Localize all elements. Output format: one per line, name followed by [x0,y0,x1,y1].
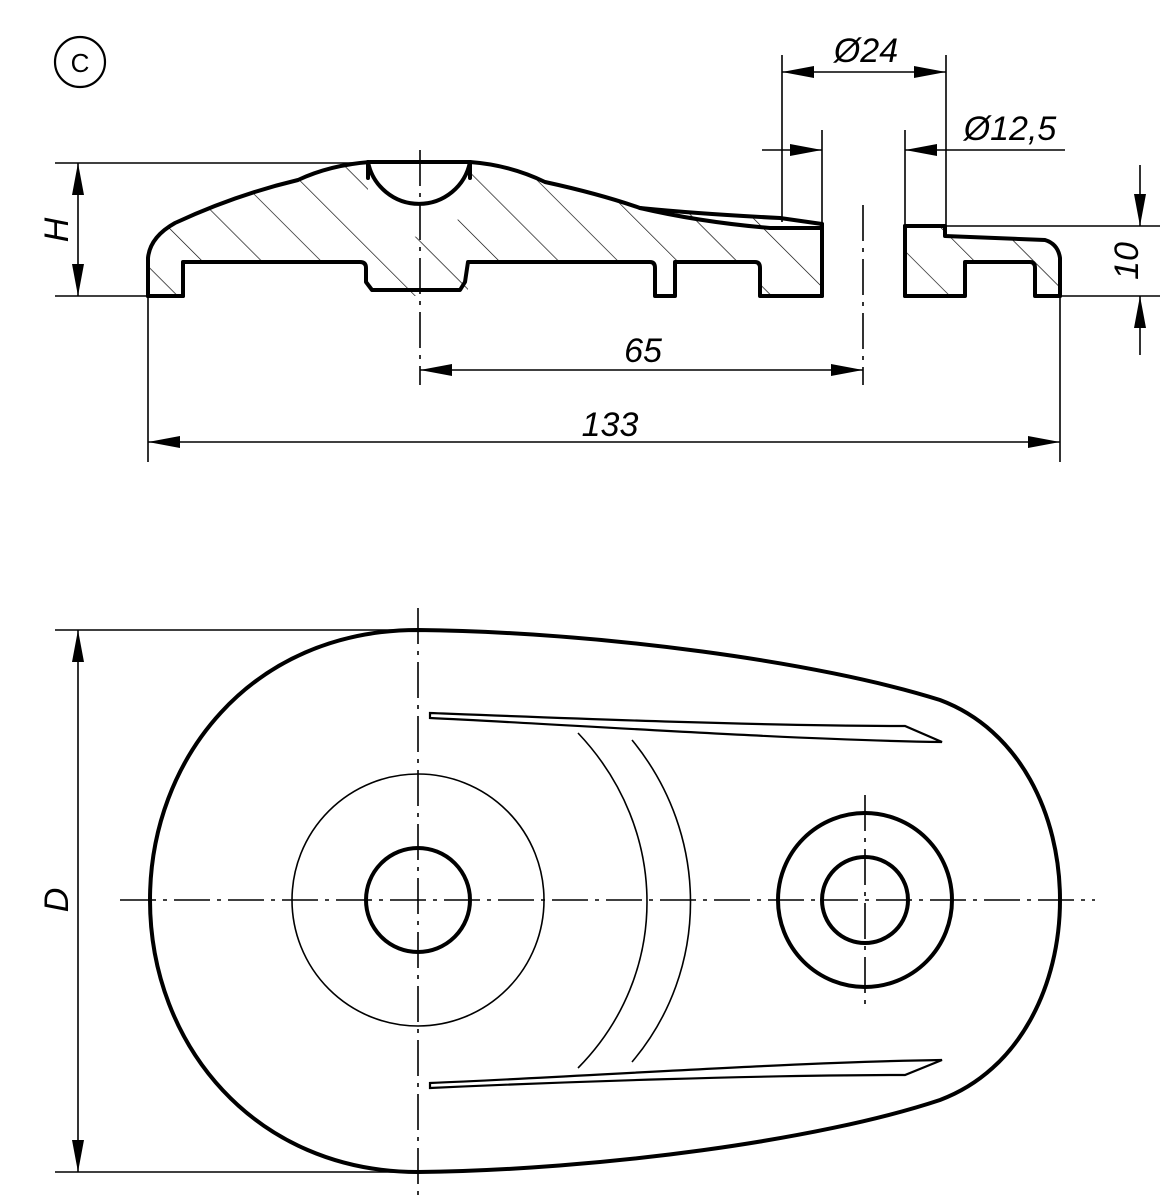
bore [820,222,907,298]
dimension-thickness-10: 10 [946,165,1160,355]
fillet-arc-1 [577,732,648,1069]
dimension-height: H [38,162,370,297]
dimension-overall-length: 133 [147,296,1061,462]
dimension-width: D [38,629,418,1173]
variant-letter: C [71,48,90,78]
rib-top [428,711,943,744]
label-133: 133 [582,406,639,444]
label-h: H [38,217,76,242]
label-d12-5: Ø12,5 [963,110,1057,148]
label-d: D [38,888,76,913]
variant-label: C [53,35,107,89]
label-d24: Ø24 [833,32,898,70]
label-65: 65 [624,332,662,370]
label-10: 10 [1108,242,1146,280]
rib-bottom [428,1058,943,1090]
dimension-diameter-24: Ø24 [781,32,947,226]
top-view: D [38,608,1095,1198]
section-view: H Ø24 Ø12,5 10 [38,32,1160,462]
fillet-arc-2 [631,739,692,1063]
dimension-diameter-12-5: Ø12,5 [762,110,1065,226]
section-base [146,260,1062,298]
dimension-center-distance: 65 [420,332,863,376]
ball-socket [366,160,472,206]
section-hatching [148,162,1060,296]
top-outline [148,628,1062,1174]
